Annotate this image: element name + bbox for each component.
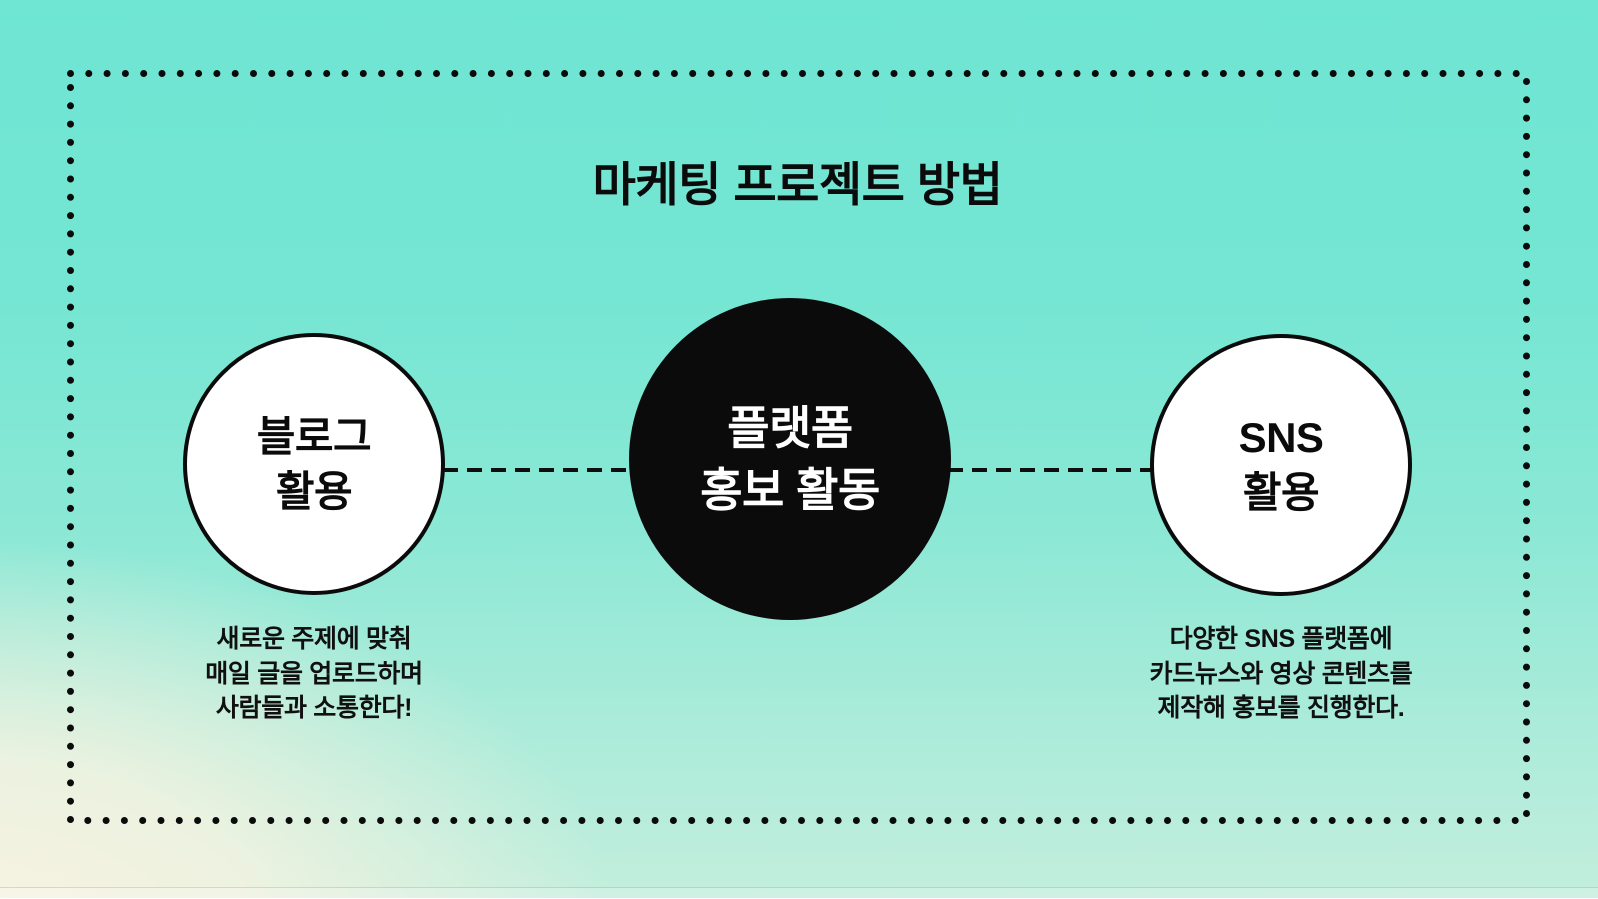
node-sns-description-line1: 다양한 SNS 플랫폼에 <box>1169 625 1393 653</box>
node-blog-description-line3: 사람들과 소통한다! <box>215 694 413 722</box>
node-platform-label-line2: 홍보 활동 <box>700 464 880 516</box>
node-blog-label: 블로그 활용 <box>256 409 372 520</box>
node-sns-description: 다양한 SNS 플랫폼에 카드뉴스와 영상 콘텐츠를 제작해 홍보를 진행한다. <box>1081 622 1481 726</box>
node-platform-circle: 플랫폼 홍보 활동 <box>629 298 951 620</box>
connector-left-dashed-line <box>443 468 633 472</box>
connector-right-dashed-line <box>948 468 1154 472</box>
node-platform-label-line1: 플랫폼 <box>727 401 853 454</box>
node-sns-label: SNS 활용 <box>1239 410 1324 521</box>
node-blog-description: 새로운 주제에 맞춰 매일 글을 업로드하며 사람들과 소통한다! <box>114 622 514 726</box>
node-sns-circle: SNS 활용 <box>1150 334 1412 596</box>
slide-bottom-edge <box>0 887 1598 899</box>
node-sns-label-line1: SNS <box>1238 413 1324 461</box>
node-blog-description-line1: 새로운 주제에 맞춰 <box>216 625 412 653</box>
node-blog-label-line2: 활용 <box>275 468 353 515</box>
slide-title: 마케팅 프로젝트 방법 <box>592 158 1003 211</box>
node-blog-circle: 블로그 활용 <box>183 333 445 595</box>
node-blog-label-line1: 블로그 <box>256 412 372 460</box>
node-sns-label-line2: 활용 <box>1242 469 1320 516</box>
node-sns-description-line2: 카드뉴스와 영상 콘텐츠를 <box>1149 659 1413 688</box>
node-platform-label: 플랫폼 홍보 활동 <box>700 397 880 521</box>
node-sns-description-line3: 제작해 홍보를 진행한다. <box>1157 694 1405 722</box>
node-blog-description-line2: 매일 글을 업로드하며 <box>205 659 423 688</box>
